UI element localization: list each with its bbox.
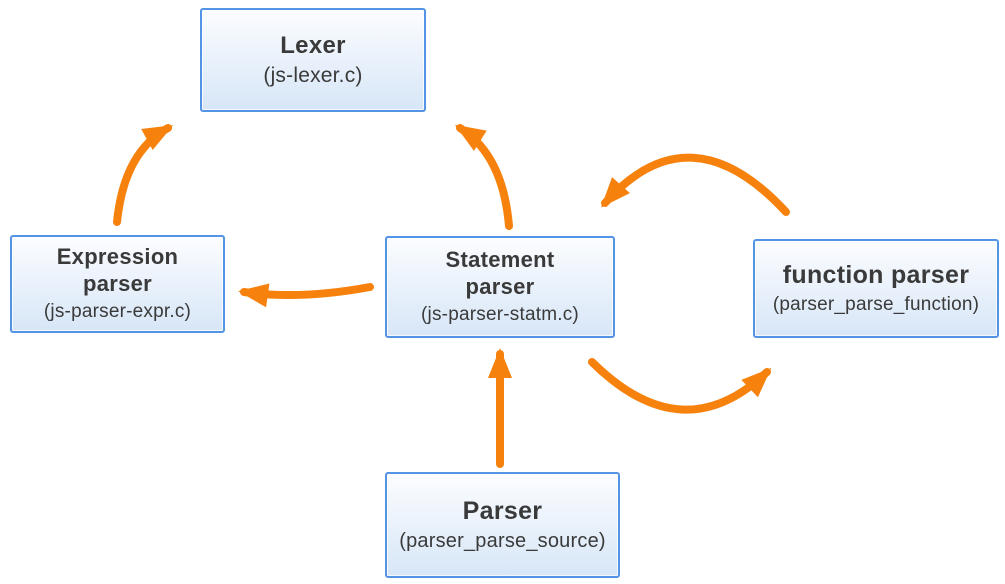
node-expression-parser-title: Expression parser <box>56 244 179 297</box>
arrow-statement-parser-to-expression-parser <box>238 283 374 308</box>
node-lexer-title: Lexer <box>280 32 346 60</box>
node-function-parser-subtitle: (parser_parse_function) <box>772 293 980 315</box>
node-expression-parser: Expression parser (js-parser-expr.c) <box>10 235 225 333</box>
node-statement-parser-title: Statement parser <box>445 247 555 300</box>
node-parser-subtitle: (parser_parse_source) <box>399 529 606 552</box>
node-lexer: Lexer (js-lexer.c) <box>200 8 426 112</box>
node-statement-parser: Statement parser (js-parser-statm.c) <box>385 236 615 338</box>
node-parser: Parser (parser_parse_source) <box>385 472 620 578</box>
node-function-parser-title: function parser <box>782 261 970 290</box>
node-statement-parser-subtitle: (js-parser-statm.c) <box>421 303 579 325</box>
node-expression-parser-subtitle: (js-parser-expr.c) <box>43 300 192 322</box>
arrow-function-parser-to-statement-parser <box>600 153 790 216</box>
node-parser-title: Parser <box>462 497 543 526</box>
node-function-parser: function parser (parser_parse_function) <box>753 239 999 338</box>
arrow-statement-parser-to-function-parser <box>588 358 772 414</box>
arrow-statement-parser-to-lexer <box>454 124 513 230</box>
arrow-expression-parser-to-lexer <box>113 124 174 226</box>
node-lexer-subtitle: (js-lexer.c) <box>263 63 363 87</box>
